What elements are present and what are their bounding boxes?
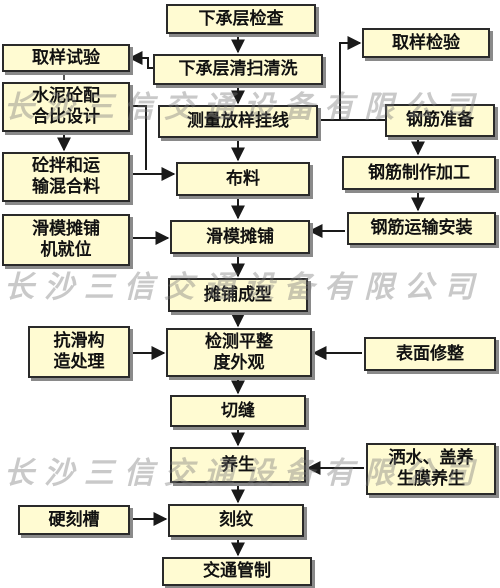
node-inspect-flat-label: 检测平整 度外观: [205, 331, 273, 373]
node-mix-transport: 砼拌和运 输混合料: [2, 152, 130, 202]
node-rebar-prepare-label: 钢筋准备: [406, 110, 474, 130]
node-surface-finish: 表面修整: [364, 337, 496, 371]
node-paver-ready: 滑模摊铺 机就位: [2, 214, 130, 266]
node-inspect-flat: 检测平整 度外观: [166, 328, 312, 377]
node-curing-label: 养生: [221, 454, 255, 475]
node-sample-inspect-label: 取样检验: [392, 32, 460, 53]
node-rebar-fabricate: 钢筋制作加工: [342, 156, 496, 190]
node-anti-slip-label: 抗滑构 造处理: [53, 331, 105, 372]
node-hard-groove-label: 硬刻槽: [48, 509, 100, 530]
node-rebar-install-label: 钢筋运输安装: [370, 218, 473, 238]
node-cut-joint: 切缝: [170, 395, 306, 427]
node-traffic-label: 交通管制: [203, 561, 271, 581]
node-survey: 测量放样挂线: [158, 105, 318, 138]
node-cut-joint-label: 切缝: [221, 400, 255, 421]
node-carve-texture-label: 刻纹: [219, 510, 253, 530]
node-rebar-prepare: 钢筋准备: [385, 104, 495, 137]
node-water-cover: 洒水、盖养 生膜养生: [366, 443, 496, 495]
node-sample-test: 取样试验: [2, 44, 130, 72]
node-lower-clean-label: 下承层清扫清洗: [178, 59, 298, 79]
arrow-mixdesign-to-distribute: [130, 105, 147, 170]
node-mix-design: 水泥砼配 合比设计: [2, 82, 130, 132]
node-lower-clean: 下承层清扫清洗: [153, 54, 323, 85]
node-carve-texture: 刻纹: [168, 504, 304, 537]
node-anti-slip: 抗滑构 造处理: [28, 326, 130, 378]
node-rebar-fabricate-label: 钢筋制作加工: [368, 162, 470, 183]
node-rebar-install: 钢筋运输安装: [347, 212, 496, 245]
node-distribute: 布料: [176, 162, 310, 196]
node-slipform-pave-label: 滑模摊铺: [206, 226, 274, 247]
node-mix-design-label: 水泥砼配 合比设计: [32, 86, 100, 127]
node-curing: 养生: [170, 447, 306, 483]
node-pave-form-label: 摊铺成型: [204, 284, 272, 305]
node-mix-transport-label: 砼拌和运 输混合料: [32, 156, 100, 197]
node-sample-test-label: 取样试验: [32, 47, 100, 68]
node-pave-form: 摊铺成型: [168, 278, 308, 312]
node-sample-inspect: 取样检验: [362, 28, 490, 58]
node-traffic: 交通管制: [162, 557, 312, 586]
node-survey-label: 测量放样挂线: [187, 111, 289, 131]
node-slipform-pave: 滑模摊铺: [170, 220, 310, 254]
node-distribute-label: 布料: [226, 168, 260, 189]
node-lower-inspect: 下承层检查: [166, 4, 316, 34]
node-water-cover-label: 洒水、盖养 生膜养生: [388, 448, 474, 489]
node-surface-finish-label: 表面修整: [396, 343, 464, 364]
node-paver-ready-label: 滑模摊铺 机就位: [32, 219, 100, 260]
arrow-clean-to-sample-test: [128, 51, 153, 69]
node-lower-inspect-label: 下承层检查: [198, 8, 284, 29]
node-hard-groove: 硬刻槽: [18, 505, 130, 535]
